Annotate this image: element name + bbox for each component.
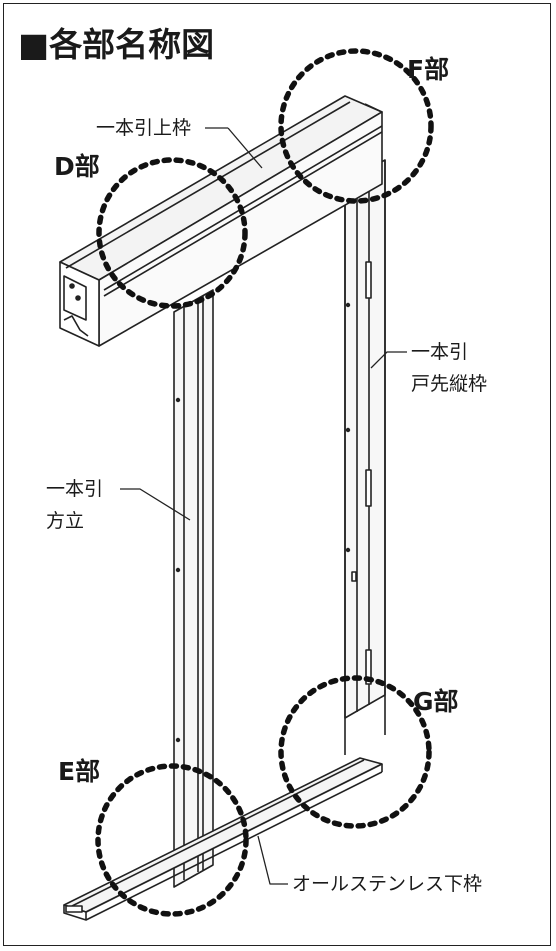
- door-edge-jamb: [344, 159, 386, 755]
- label-sill: オールステンレス下枠: [292, 873, 482, 895]
- detail-circle-f: [278, 48, 434, 204]
- door-frame-drawing: [59, 95, 407, 921]
- mullion: [173, 289, 214, 888]
- label-door-edge-jamb-line1: 一本引: [411, 341, 468, 363]
- diagram-border: [3, 3, 551, 946]
- head-frame: [59, 95, 383, 347]
- detail-circle-e: [95, 763, 249, 917]
- detail-circles: [95, 48, 434, 917]
- detail-label-f: F部: [407, 55, 449, 84]
- label-mullion-line2: 方立: [46, 510, 84, 532]
- sill-frame: [63, 757, 383, 921]
- label-head-frame: 一本引上枠: [96, 117, 191, 139]
- detail-label-d: D部: [54, 152, 100, 181]
- leader-lines: [120, 127, 407, 885]
- detail-label-e: E部: [58, 757, 100, 786]
- label-mullion-line1: 一本引: [46, 478, 103, 500]
- page-title: ■各部名称図: [18, 25, 214, 64]
- detail-circle-g: [278, 675, 432, 829]
- detail-label-g: G部: [413, 687, 459, 716]
- label-door-edge-jamb-line2: 戸先縦枠: [411, 373, 487, 395]
- detail-circle-d: [96, 157, 248, 309]
